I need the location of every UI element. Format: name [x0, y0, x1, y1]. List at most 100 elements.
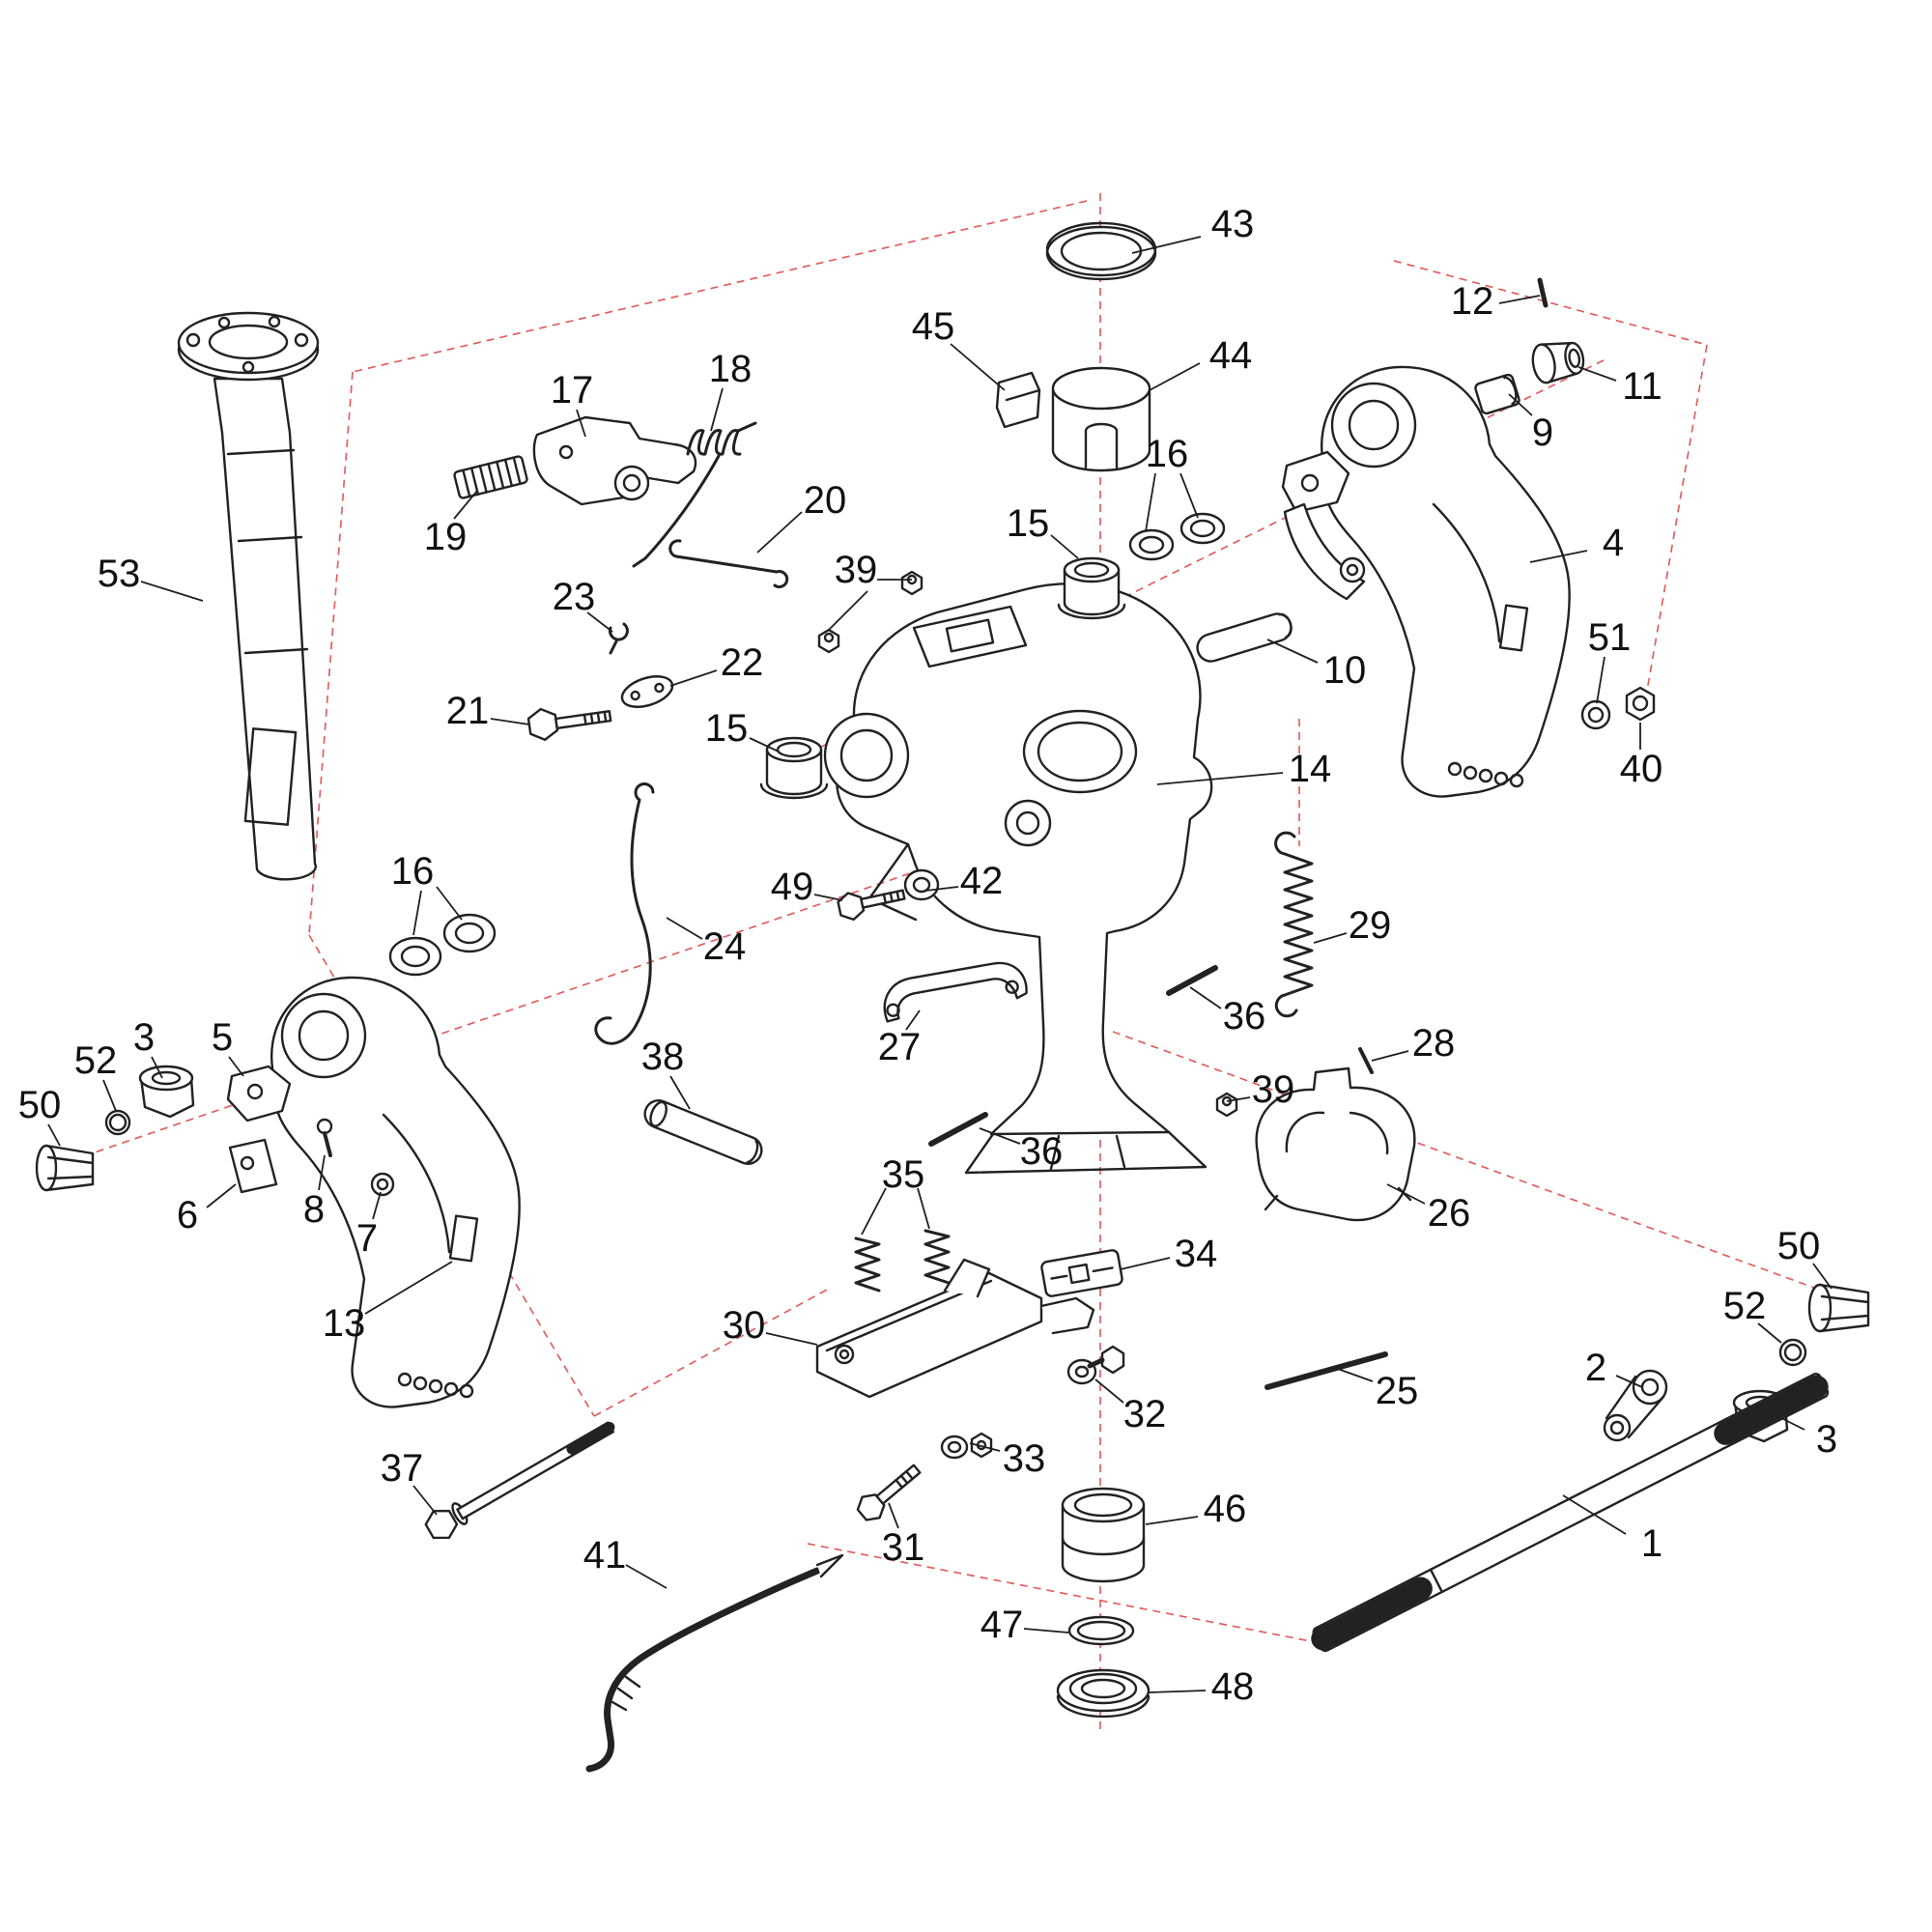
callout-43: 43 [1211, 203, 1255, 245]
leader-line-42 [924, 886, 959, 892]
callout-50: 50 [1777, 1225, 1821, 1267]
callout-23: 23 [553, 576, 596, 618]
callout-42: 42 [960, 860, 1004, 902]
leader-line-15 [1050, 534, 1079, 559]
callout-53: 53 [98, 553, 141, 595]
callout-52: 52 [1723, 1285, 1767, 1327]
part-39-nut-upper-left [817, 628, 840, 654]
callout-4: 4 [1603, 522, 1624, 564]
leader-line-27 [905, 1009, 921, 1031]
callout-11: 11 [1622, 365, 1662, 408]
leader-line-52 [1757, 1322, 1782, 1344]
callout-1: 1 [1641, 1522, 1662, 1565]
callout-28: 28 [1412, 1022, 1456, 1065]
leader-line-53 [140, 581, 204, 602]
part-12-pin [1537, 277, 1548, 308]
callout-27: 27 [878, 1026, 922, 1068]
callout-6: 6 [177, 1194, 198, 1236]
callout-14: 14 [1289, 748, 1332, 790]
leader-line-26 [1386, 1183, 1426, 1205]
guide-line [308, 934, 595, 1417]
leader-line-11 [1577, 366, 1617, 382]
part-28-pin [1358, 1047, 1374, 1074]
part-41-cable-link [585, 1553, 844, 1773]
leader-line-34 [1120, 1257, 1171, 1270]
part-48-seal-ring [1056, 1668, 1151, 1719]
guide-line [1641, 344, 1708, 720]
part-53-tilt-tube [177, 311, 320, 881]
leader-line-44 [1149, 362, 1201, 391]
leader-line-47 [1023, 1628, 1069, 1634]
callout-36: 36 [1020, 1130, 1064, 1173]
callout-16: 16 [391, 850, 435, 893]
part-30-bracket-plate [815, 1258, 1095, 1399]
part-16-washers-upper [1128, 512, 1226, 561]
leader-line-41 [625, 1564, 668, 1589]
part-23-clip [608, 622, 629, 655]
callout-15: 15 [705, 707, 749, 750]
leader-line-36 [1189, 986, 1222, 1009]
part-50-cap-nut-right [1807, 1283, 1870, 1333]
part-44-bushing [1051, 366, 1151, 472]
part-39-nut-lower [1215, 1092, 1238, 1118]
part-52-o-ring-left [104, 1109, 131, 1136]
callout-22: 22 [721, 641, 764, 684]
part-14-swivel-bracket [823, 582, 1213, 1175]
part-15-bushing-lower [759, 736, 829, 800]
callout-17: 17 [551, 369, 594, 412]
part-43-retaining-ring [1045, 221, 1157, 281]
callout-38: 38 [641, 1036, 685, 1078]
part-10-pivot-pin [1196, 612, 1293, 663]
leader-line-16 [436, 886, 463, 921]
leader-line-6 [206, 1183, 237, 1208]
callout-32: 32 [1123, 1393, 1167, 1435]
callout-51: 51 [1588, 616, 1632, 659]
callout-19: 19 [424, 516, 468, 558]
leader-line-20 [756, 511, 803, 554]
leader-line-22 [669, 669, 718, 687]
callout-7: 7 [356, 1217, 378, 1260]
callout-46: 46 [1204, 1488, 1247, 1530]
part-17-lock-lever [532, 415, 697, 506]
leader-line-25 [1334, 1367, 1374, 1382]
leader-line-12 [1498, 295, 1541, 304]
part-8-screw [316, 1118, 333, 1157]
callout-8: 8 [303, 1188, 325, 1231]
leader-line-39 [1226, 1096, 1251, 1102]
leader-line-3 [151, 1056, 163, 1079]
leader-line-17 [576, 409, 586, 438]
callout-12: 12 [1451, 280, 1494, 323]
callout-37: 37 [381, 1447, 424, 1490]
part-1-tilt-rod [1311, 1373, 1830, 1653]
callout-30: 30 [723, 1304, 766, 1347]
callout-45: 45 [912, 305, 955, 348]
callout-3: 3 [133, 1016, 155, 1059]
leader-line-4 [1529, 550, 1588, 563]
leader-line-13 [364, 1261, 453, 1315]
part-7-screw [370, 1172, 395, 1197]
part-18-torsion-spring [632, 421, 757, 568]
leader-line-51 [1596, 656, 1605, 704]
part-9-bushing-right [1474, 373, 1520, 415]
part-35-springs [854, 1229, 951, 1293]
callout-13: 13 [323, 1302, 366, 1345]
part-51-washer [1580, 699, 1611, 730]
part-52-o-ring-right [1778, 1338, 1807, 1367]
leader-line-14 [1156, 772, 1284, 785]
leader-line-38 [669, 1075, 691, 1110]
callout-49: 49 [771, 866, 814, 908]
leader-line-35 [917, 1187, 930, 1230]
part-37-bolt [424, 1421, 616, 1540]
leader-line-10 [1266, 639, 1319, 664]
part-24-spring-wire [594, 782, 655, 1045]
part-6-bracket [228, 1138, 278, 1194]
callout-40: 40 [1620, 748, 1663, 790]
callout-25: 25 [1376, 1370, 1419, 1412]
leader-line-16 [412, 890, 422, 936]
callout-39: 39 [1252, 1068, 1295, 1111]
callout-2: 2 [1585, 1347, 1606, 1389]
guide-line [352, 200, 1088, 373]
part-50-cap-nut-left [35, 1144, 95, 1192]
leader-line-31 [888, 1502, 899, 1529]
